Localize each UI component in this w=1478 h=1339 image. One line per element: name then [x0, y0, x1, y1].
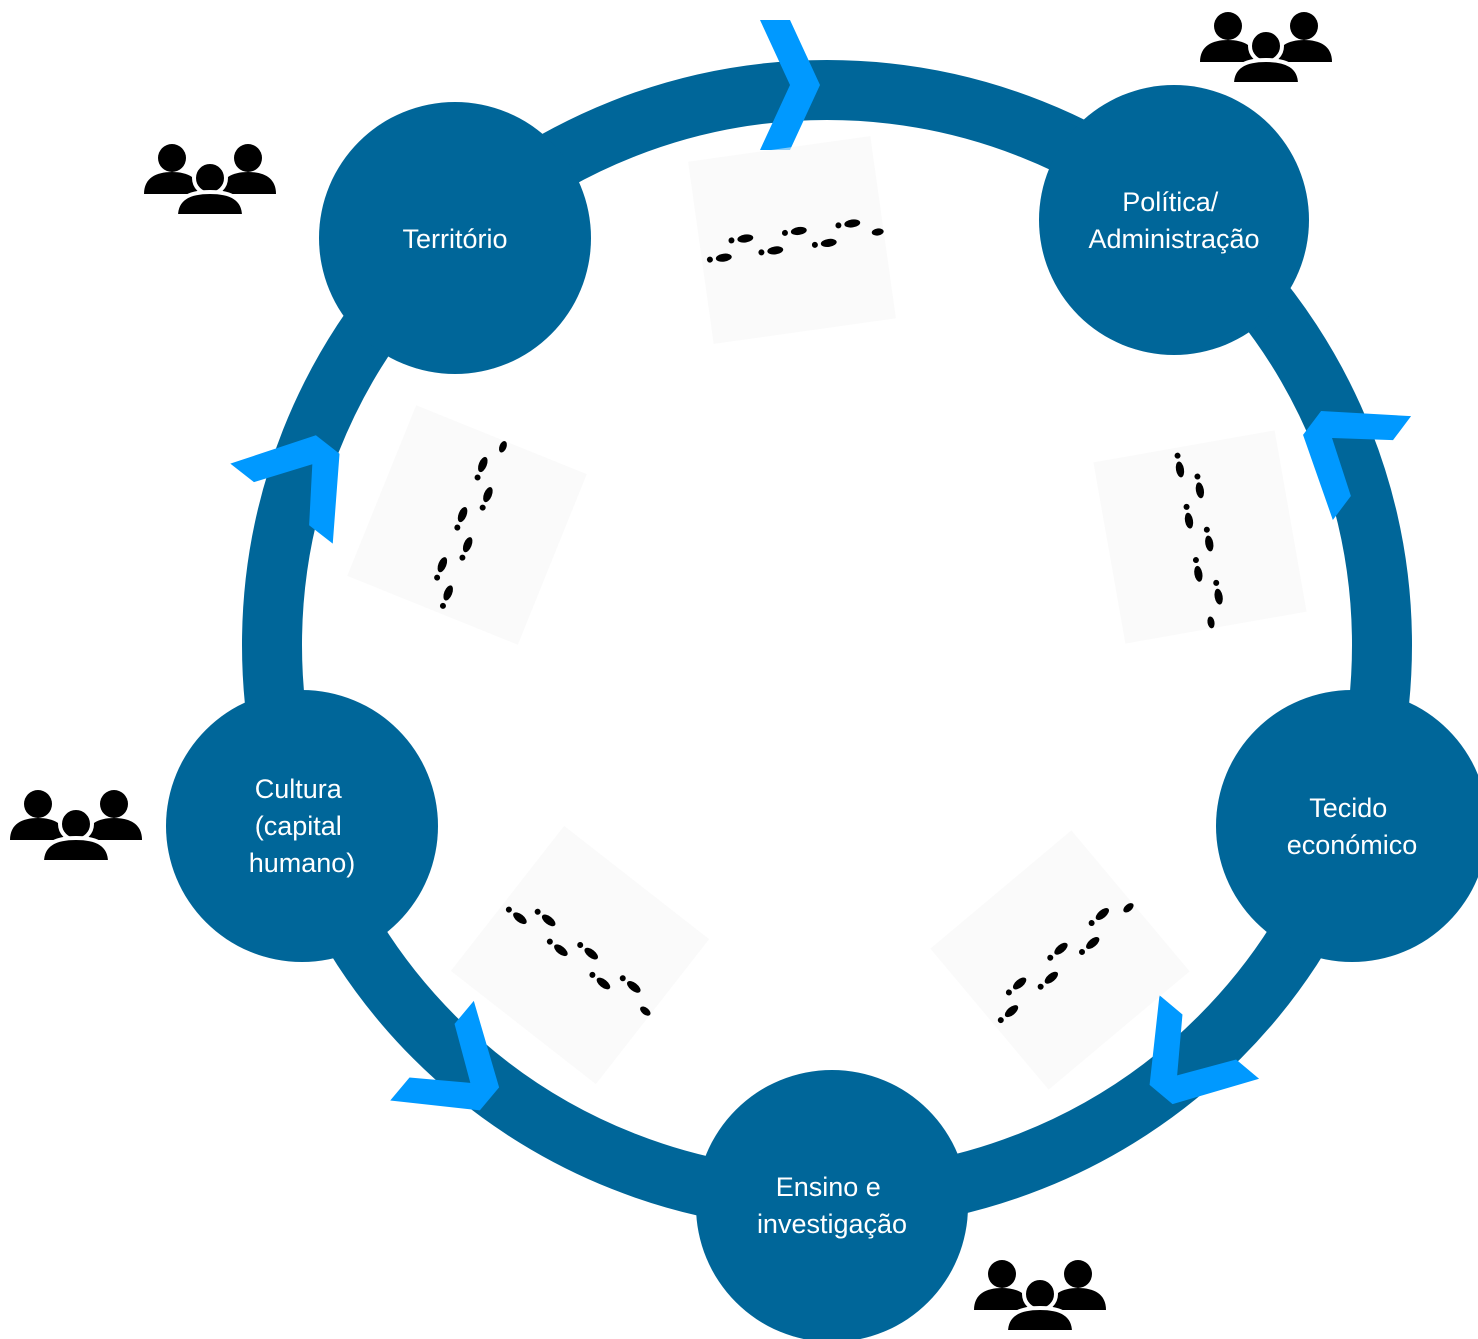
chevron-arrow-icon — [760, 20, 820, 150]
node-label-line: Administração — [1088, 224, 1259, 254]
footprints-bottom-left — [450, 825, 710, 1085]
node-label-line: Cultura — [255, 774, 343, 804]
node-label-line: Tecido — [1309, 793, 1387, 823]
node-label-line: (capital — [255, 811, 342, 841]
people-group-icon — [1198, 10, 1334, 86]
node-territorio: Território — [319, 102, 591, 374]
chevron-arrow-icon — [1149, 995, 1260, 1105]
node-label-line: Política/ — [1122, 187, 1219, 217]
chevron-arrow-icon — [230, 435, 340, 544]
svg-text:Tecido económico: Tecido económico — [1287, 793, 1418, 860]
svg-text:Cultura (capital h: Cultura (capital humano) — [249, 774, 356, 878]
people-group-icon — [142, 142, 278, 218]
svg-text:Território: Território — [402, 224, 507, 254]
node-label-line: Território — [402, 224, 507, 254]
footprints-right — [1093, 430, 1307, 644]
footprints-left — [347, 405, 587, 645]
people-group-icon — [972, 1258, 1108, 1334]
direction-arrows — [230, 20, 1412, 1111]
node-tecido: Tecido económico — [1216, 690, 1478, 962]
footprints-top — [688, 136, 896, 344]
people-group-icon — [8, 788, 144, 864]
svg-text:Política/ Administração: Política/ Administração — [1088, 187, 1259, 254]
svg-text:Ensino e investigação: Ensino e investigação — [757, 1172, 907, 1239]
node-politica: Política/ Administração — [1039, 85, 1309, 355]
node-label-line: humano) — [249, 848, 356, 878]
footprints-bottom-right — [930, 830, 1190, 1090]
node-label-line: económico — [1287, 830, 1418, 860]
chevron-arrow-icon — [1303, 410, 1412, 520]
node-cultura: Cultura (capital humano) — [166, 690, 438, 962]
node-label-line: investigação — [757, 1209, 907, 1239]
chevron-arrow-icon — [390, 1000, 500, 1111]
node-ensino: Ensino e investigação — [696, 1070, 968, 1339]
node-label-line: Ensino e — [776, 1172, 881, 1202]
